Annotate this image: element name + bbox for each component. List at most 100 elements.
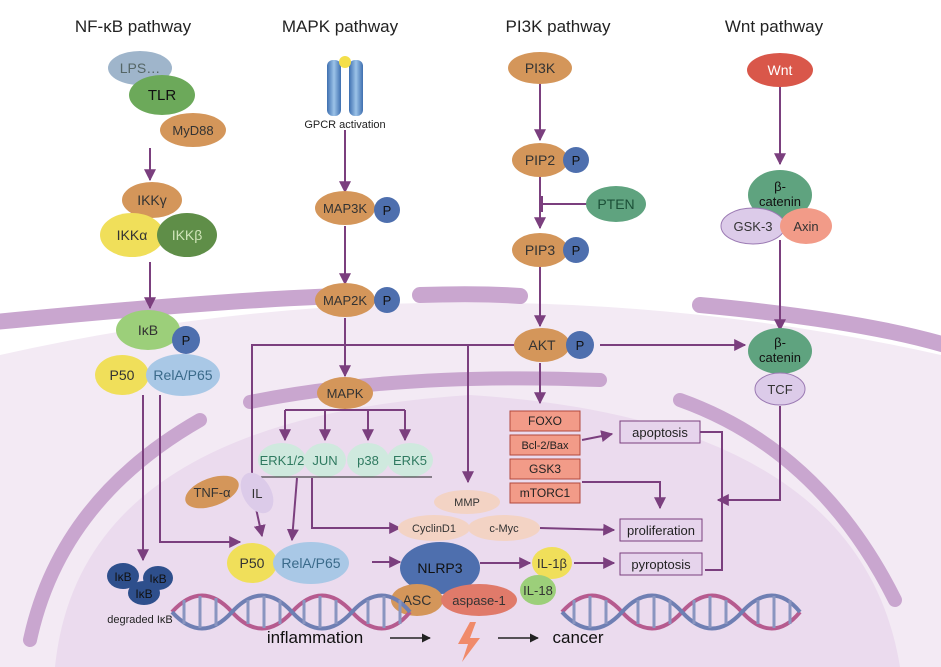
svg-text:MMP: MMP	[454, 497, 480, 509]
cyclind1-node: CyclinD1	[398, 515, 470, 541]
svg-text:P50: P50	[240, 555, 265, 571]
svg-text:ERK5: ERK5	[393, 453, 427, 468]
bcl2-box: Bcl-2/Bax	[509, 434, 581, 456]
mtorc1-box: mTORC1	[509, 482, 581, 504]
map2k-p-node: P	[374, 287, 400, 313]
dna-helix-left-icon	[170, 593, 412, 631]
rela-node-top: RelA/P65	[146, 354, 220, 396]
nuclear-membrane	[23, 371, 902, 647]
svg-text:pyroptosis: pyroptosis	[631, 557, 691, 572]
svg-text:catenin: catenin	[759, 194, 801, 209]
svg-text:IκB: IκB	[138, 322, 158, 338]
erk12-node: ERK1/2	[258, 443, 306, 477]
svg-text:p38: p38	[357, 453, 379, 468]
jun-node: JUN	[304, 443, 346, 477]
svg-text:IL-18: IL-18	[523, 583, 553, 598]
svg-text:FOXO: FOXO	[528, 414, 562, 428]
bcatenin-node-bottom: β- catenin	[748, 328, 812, 374]
svg-text:c-Myc: c-Myc	[489, 523, 519, 535]
mapk-node: MAPK	[317, 377, 373, 409]
lightning-icon	[458, 622, 480, 662]
svg-text:IL-1β: IL-1β	[537, 556, 567, 571]
p50-node-top: P50	[95, 355, 149, 395]
ikb-node: IκB	[116, 310, 180, 350]
svg-text:CyclinD1: CyclinD1	[412, 523, 456, 535]
svg-text:LPS…: LPS…	[120, 60, 160, 76]
pip3-p-node: P	[563, 237, 589, 263]
svg-text:P: P	[576, 338, 585, 353]
svg-text:P: P	[572, 153, 581, 168]
svg-text:PI3K: PI3K	[525, 60, 556, 76]
ikkb-node: IKKβ	[157, 213, 217, 257]
gsk3-box: GSK3	[509, 458, 581, 480]
svg-text:P: P	[383, 203, 392, 218]
svg-text:apoptosis: apoptosis	[632, 425, 688, 440]
title-pi3k: PI3K pathway	[506, 17, 611, 36]
svg-text:TCF: TCF	[767, 382, 792, 397]
title-nfkb: NF-κB pathway	[75, 17, 192, 36]
svg-text:β-: β-	[774, 335, 786, 350]
il-node: IL	[240, 472, 274, 514]
svg-text:Wnt: Wnt	[768, 62, 793, 78]
svg-text:JUN: JUN	[312, 453, 337, 468]
svg-text:MAPK: MAPK	[327, 386, 364, 401]
map3k-node: MAP3K	[315, 191, 375, 225]
cancer-label: cancer	[552, 628, 603, 647]
p50-node-bottom: P50	[227, 543, 277, 583]
svg-text:Axin: Axin	[793, 219, 818, 234]
svg-text:IKKα: IKKα	[117, 227, 148, 243]
svg-text:aspase-1: aspase-1	[452, 593, 505, 608]
tnfa-node: TNF-α	[185, 475, 239, 509]
foxo-box: FOXO	[509, 410, 581, 432]
svg-text:PTEN: PTEN	[597, 196, 634, 212]
svg-text:MyD88: MyD88	[172, 123, 213, 138]
svg-text:IKKγ: IKKγ	[137, 192, 167, 208]
rela-node-bottom: RelA/P65	[273, 542, 349, 584]
gsk3-node: GSK-3	[720, 207, 786, 245]
svg-text:PIP2: PIP2	[525, 152, 556, 168]
svg-text:RelA/P65: RelA/P65	[281, 555, 340, 571]
cell-membrane	[0, 286, 941, 353]
svg-text:RelA/P65: RelA/P65	[153, 367, 212, 383]
svg-text:IκB: IκB	[135, 587, 152, 601]
p38-node: p38	[347, 443, 389, 477]
gpcr-label: GPCR activation	[304, 119, 385, 131]
svg-text:MAP2K: MAP2K	[323, 293, 367, 308]
pip2-p-node: P	[563, 147, 589, 173]
bcatenin-node-top: β- catenin	[748, 170, 812, 220]
pi3k-node: PI3K	[508, 52, 572, 84]
svg-text:proliferation: proliferation	[627, 523, 695, 538]
svg-text:ERK1/2: ERK1/2	[260, 453, 305, 468]
map3k-p-node: P	[374, 197, 400, 223]
title-mapk: MAPK pathway	[282, 17, 399, 36]
svg-text:IL: IL	[252, 486, 263, 501]
degraded-ikb-label: degraded IκB	[107, 614, 172, 626]
nlrp3-node: NLRP3	[400, 542, 480, 594]
title-wnt: Wnt pathway	[725, 17, 824, 36]
svg-text:IκB: IκB	[114, 570, 131, 584]
svg-text:PIP3: PIP3	[525, 242, 556, 258]
tcf-node: TCF	[754, 372, 806, 406]
svg-text:NLRP3: NLRP3	[417, 560, 462, 576]
gpcr-receptor-icon	[327, 56, 363, 116]
myd88-node: MyD88	[160, 113, 226, 147]
svg-text:P: P	[182, 333, 191, 348]
svg-text:catenin: catenin	[759, 350, 801, 365]
svg-text:IκB: IκB	[149, 572, 166, 586]
svg-text:MAP3K: MAP3K	[323, 201, 367, 216]
svg-text:P50: P50	[110, 367, 135, 383]
axin-node: Axin	[780, 208, 832, 244]
svg-text:β-: β-	[774, 179, 786, 194]
il18-node: IL-18	[520, 575, 556, 605]
svg-text:GSK-3: GSK-3	[733, 219, 772, 234]
svg-text:GSK3: GSK3	[529, 462, 561, 476]
erk5-node: ERK5	[387, 443, 433, 477]
ikb-p-node: P	[172, 326, 200, 354]
degraded-ikb-cluster: IκB IκB IκB	[107, 563, 173, 605]
svg-text:ASC: ASC	[403, 592, 432, 608]
svg-text:mTORC1: mTORC1	[520, 486, 571, 500]
il1b-node: IL-1β	[532, 547, 572, 579]
map2k-node: MAP2K	[315, 283, 375, 317]
svg-text:TLR: TLR	[148, 87, 177, 104]
